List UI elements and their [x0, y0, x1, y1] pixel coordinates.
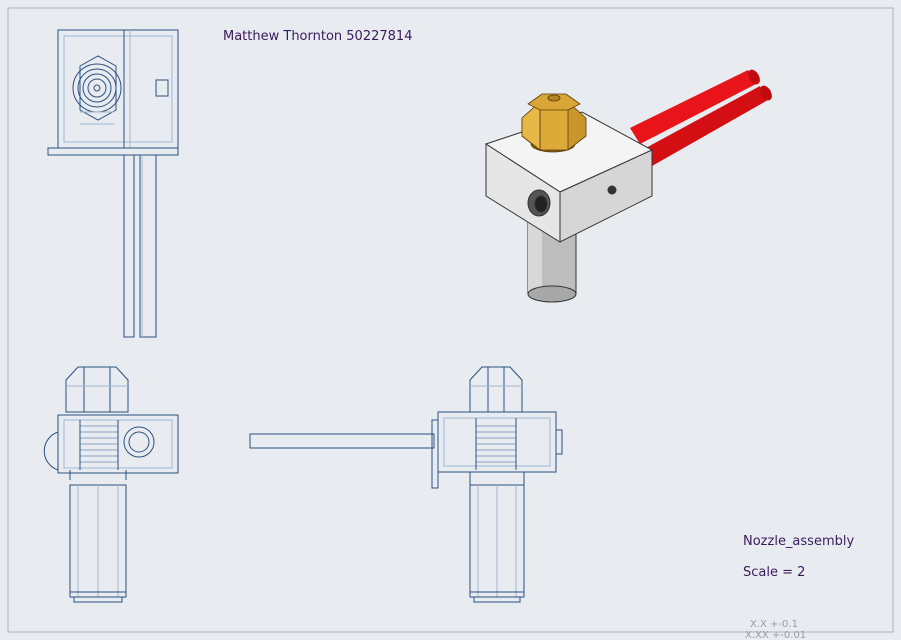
front-view — [43, 366, 179, 603]
side-view — [249, 366, 563, 603]
author-label: Matthew Thornton 50227814 — [223, 29, 413, 44]
tolerance-two-decimal: X.XX +-0.01 — [745, 630, 807, 639]
sheet-border — [7, 7, 894, 633]
brass-nozzle-nut — [521, 93, 587, 153]
part-name-label: Nozzle_assembly — [743, 534, 855, 549]
top-view — [47, 29, 179, 338]
scale-label: Scale = 2 — [743, 565, 806, 580]
tolerance-one-decimal: X.X +-0.1 — [750, 619, 798, 630]
isometric-render — [484, 69, 772, 303]
heater-wires — [630, 69, 772, 166]
